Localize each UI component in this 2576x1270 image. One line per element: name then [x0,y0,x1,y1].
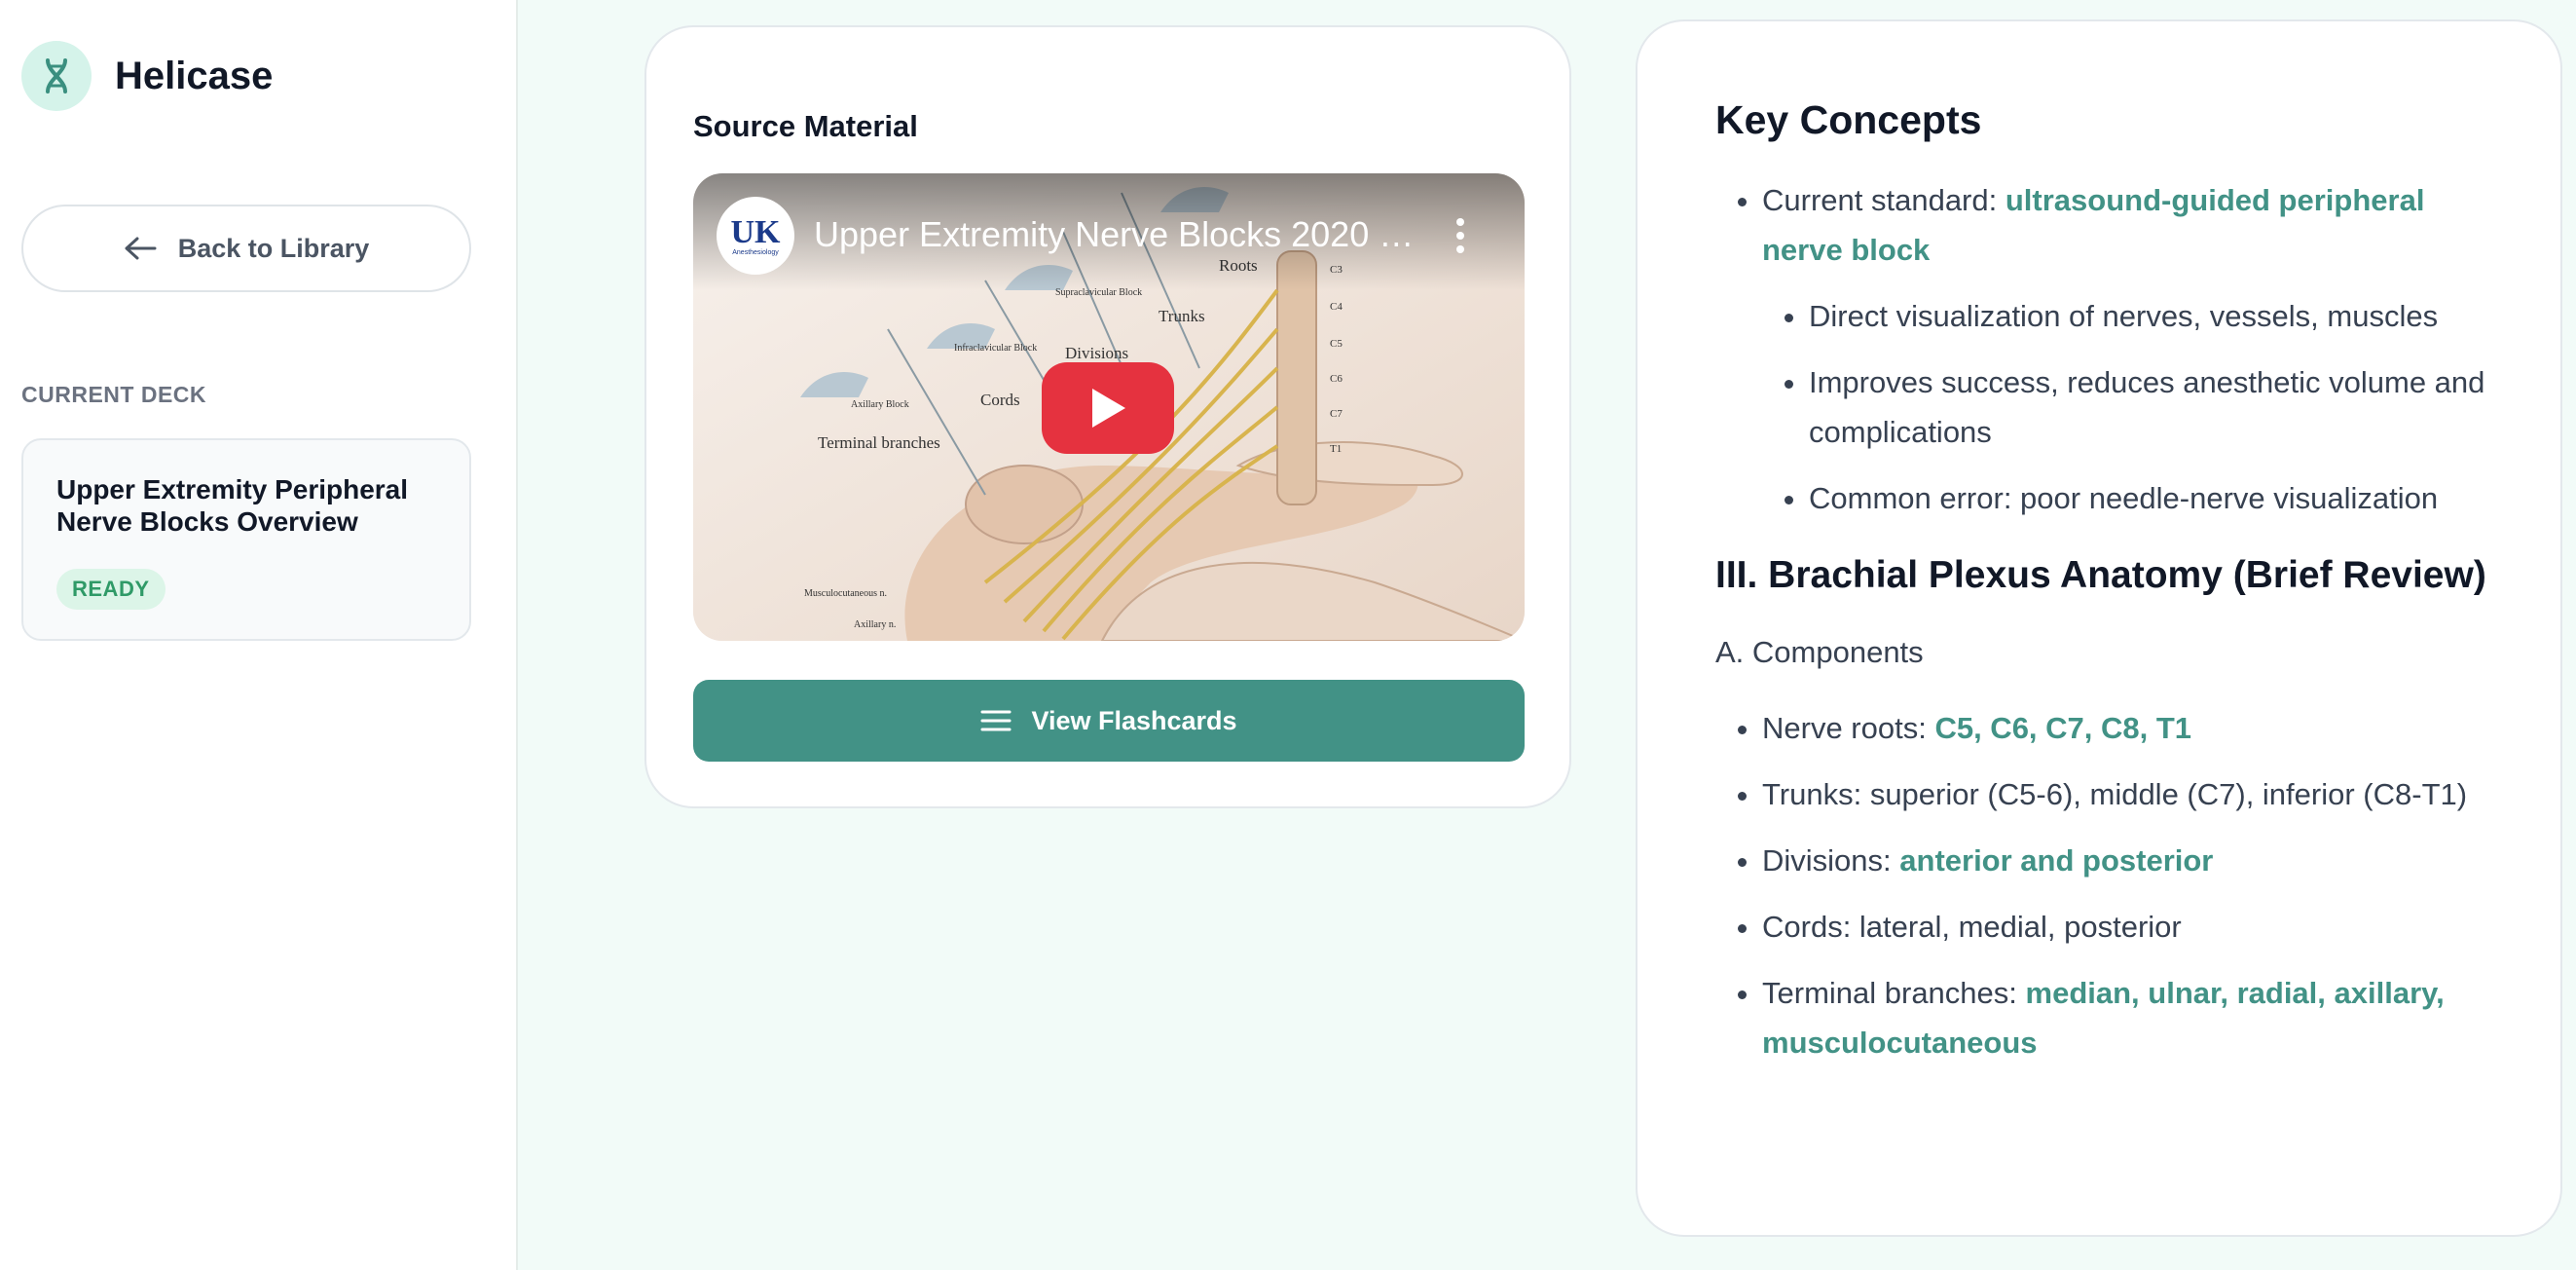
components-list: Nerve roots: C5, C6, C7, C8, T1 Trunks: … [1715,703,2494,1067]
standard-prefix: Current standard: [1762,183,2006,217]
item-prefix: Nerve roots: [1762,711,1935,745]
svg-text:Infraclavicular Block: Infraclavicular Block [954,343,1037,354]
list-item: Trunks: superior (C5-6), middle (C7), in… [1762,769,2494,819]
app-name: Helicase [115,54,274,97]
svg-text:Musculocutaneous n.: Musculocutaneous n. [804,588,887,599]
current-deck-label: CURRENT DECK [21,382,206,407]
item-prefix: Terminal branches: [1762,976,2026,1010]
svg-text:T1: T1 [1330,443,1342,455]
view-flashcards-label: View Flashcards [1031,705,1237,735]
play-button[interactable] [1042,362,1174,454]
key-concepts-list: Current standard: ultrasound-guided peri… [1715,175,2494,523]
svg-text:Roots: Roots [1219,256,1258,275]
list-item: Common error: poor needle-nerve visualiz… [1809,473,2494,523]
list-item: Direct visualization of nerves, vessels,… [1809,291,2494,341]
list-item: Current standard: ultrasound-guided peri… [1762,175,2494,523]
source-material-card: Source Material [644,25,1571,808]
channel-avatar[interactable]: UK Anesthesiology [717,197,794,275]
item-value: anterior and posterior [1899,843,2214,878]
dna-icon [21,41,92,111]
svg-text:Trunks: Trunks [1159,307,1205,325]
sub-heading: A. Components [1715,635,1924,669]
svg-text:C4: C4 [1330,301,1343,313]
sidebar: Helicase Back to Library CURRENT DECK Up… [0,0,518,1270]
item-prefix: Trunks: superior (C5-6), middle (C7), in… [1762,777,2468,811]
play-icon [1092,389,1125,428]
sub-points-list: Direct visualization of nerves, vessels,… [1762,291,2494,523]
video-player[interactable]: Roots Trunks Divisions Cords Terminal br… [693,173,1525,641]
list-item: Terminal branches: median, ulnar, radial… [1762,968,2494,1067]
svg-text:Terminal branches: Terminal branches [818,433,940,452]
channel-logo: UK [730,213,781,250]
view-flashcards-button[interactable]: View Flashcards [693,680,1525,762]
svg-text:C6: C6 [1330,373,1343,385]
svg-text:C3: C3 [1330,264,1343,276]
svg-text:C5: C5 [1330,338,1343,350]
back-button-label: Back to Library [177,233,370,263]
standard-value: ultrasound-guided peripheral nerve block [1762,183,2425,267]
svg-text:Cords: Cords [980,391,1020,409]
brand[interactable]: Helicase [21,41,273,111]
status-badge: READY [56,569,166,610]
list-item: Nerve roots: C5, C6, C7, C8, T1 [1762,703,2494,753]
svg-text:Axillary Block: Axillary Block [851,399,909,410]
brachial-plexus-illustration: Roots Trunks Divisions Cords Terminal br… [693,173,1525,641]
video-header-shade [693,173,1525,290]
svg-text:C7: C7 [1330,408,1343,420]
key-concepts-heading: Key Concepts [1715,97,1982,142]
arrow-left-icon [124,236,157,261]
notes-card: Key Concepts Current standard: ultrasoun… [1636,19,2562,1237]
deck-title: Upper Extremity Peripheral Nerve Blocks … [56,474,409,537]
section-heading: III. Brachial Plexus Anatomy (Brief Revi… [1715,554,2486,596]
svg-text:Axillary n.: Axillary n. [854,619,896,630]
source-title: Source Material [693,109,918,143]
notes-content: Key Concepts Current standard: ultrasoun… [1715,95,2494,1084]
svg-text:Divisions: Divisions [1065,344,1128,362]
list-item: Divisions: anterior and posterior [1762,836,2494,885]
item-prefix: Cords: lateral, medial, posterior [1762,910,2182,944]
list-item: Improves success, reduces anesthetic vol… [1809,357,2494,457]
menu-icon [980,709,1012,732]
more-options-icon[interactable] [1456,218,1464,253]
item-value: C5, C6, C7, C8, T1 [1934,711,2192,745]
list-item: Cords: lateral, medial, posterior [1762,902,2494,952]
item-prefix: Divisions: [1762,843,1900,878]
svg-text:Supraclavicular Block: Supraclavicular Block [1055,287,1142,298]
channel-subtitle: Anesthesiology [732,248,779,256]
item-value: median, ulnar, radial, axillary, musculo… [1762,976,2445,1060]
video-title[interactable]: Upper Extremity Nerve Blocks 2020 -... [814,214,1417,254]
back-to-library-button[interactable]: Back to Library [21,205,471,292]
current-deck-card[interactable]: Upper Extremity Peripheral Nerve Blocks … [21,438,471,641]
